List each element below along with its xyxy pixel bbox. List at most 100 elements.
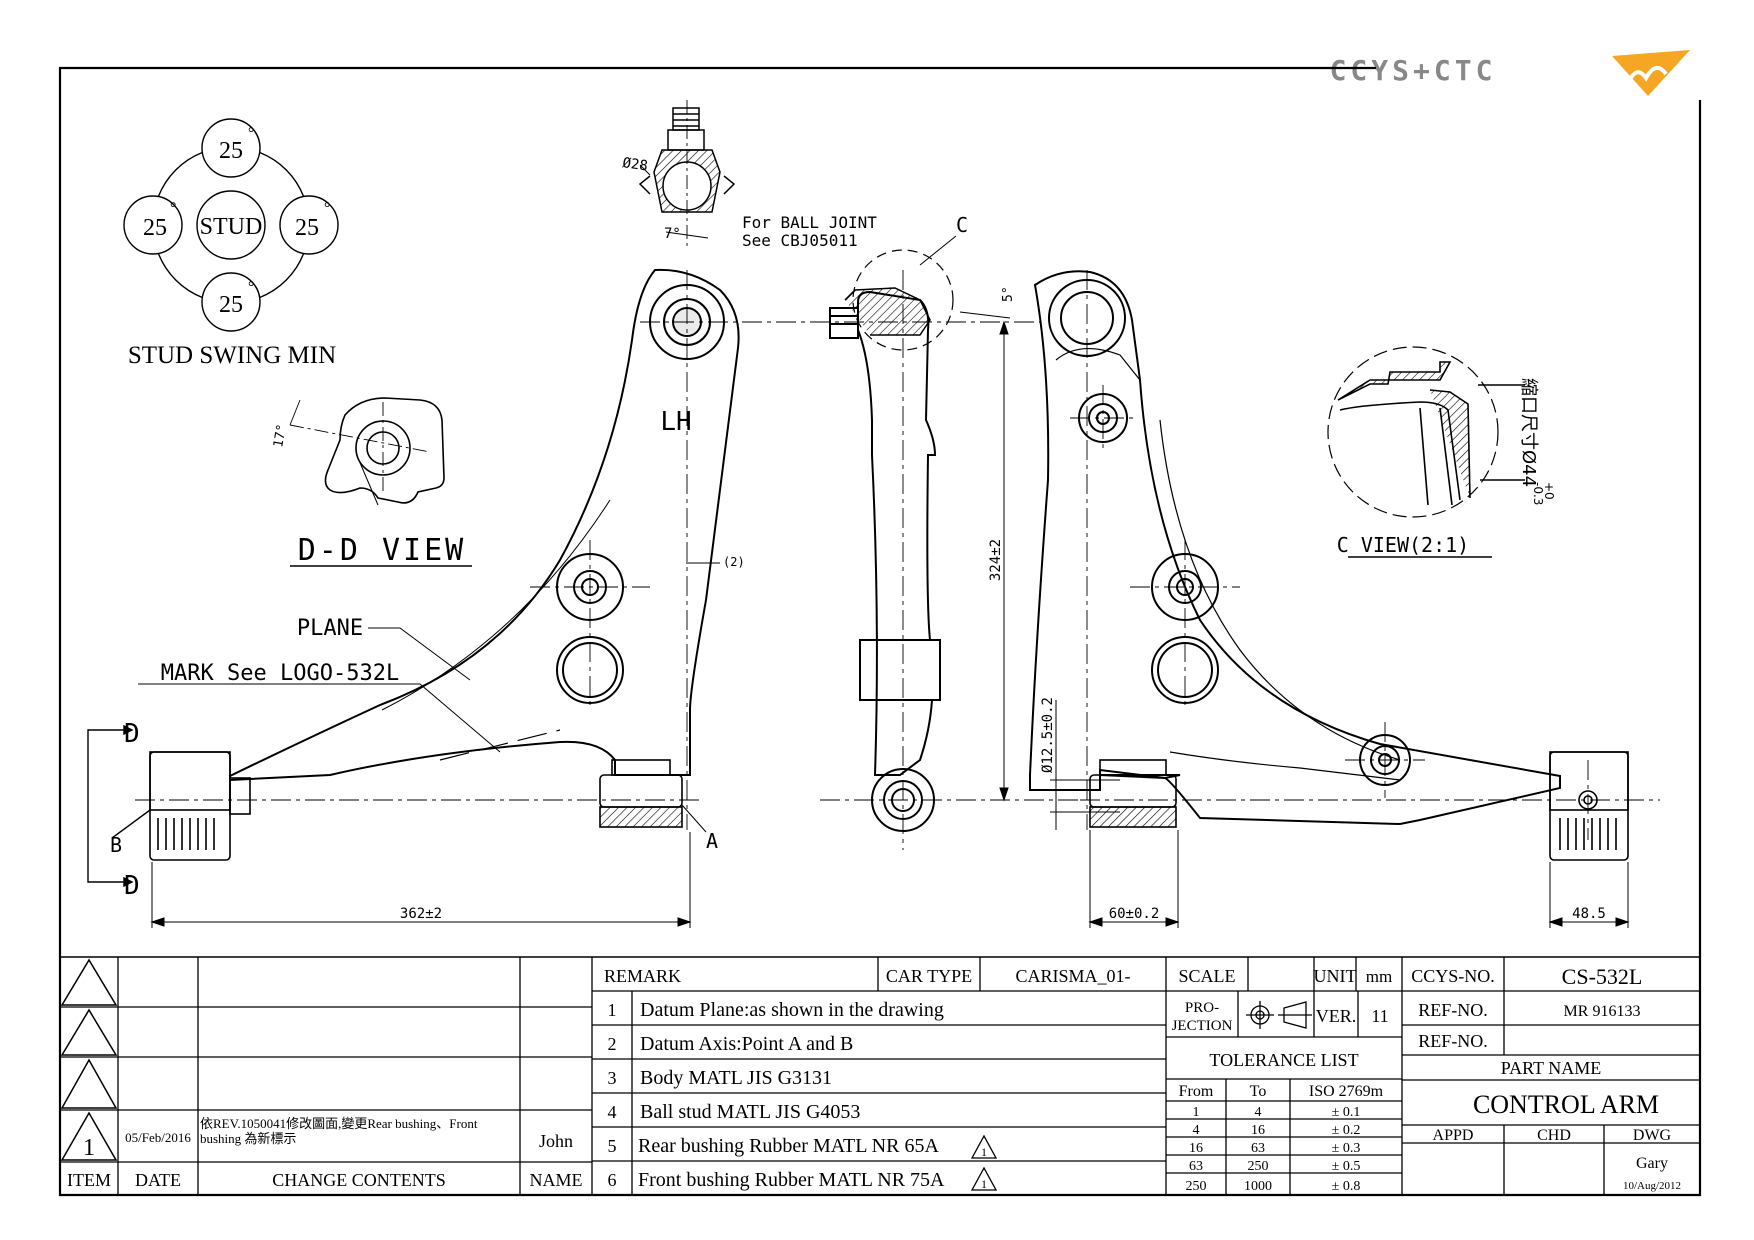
lh-front-bushing [599,759,683,828]
lh-rear-bushing [149,751,251,861]
stud-swing-labels: 25 25 STUD 25 25 ° ° ° ° STUD SWING MIN [128,125,336,369]
tolerance-to-1: 4 [1255,1105,1262,1120]
c-view-dim-main: 縮口尺寸Ø44 [1518,378,1539,487]
remarks-table: REMARK CAR TYPE CARISMA_01- 1 Datum Plan… [604,966,1131,1191]
angle-5-label: 5° [1001,286,1016,302]
remarks-header: REMARK [604,966,681,986]
stud-swing-degree-bottom: ° [248,279,254,296]
revision-date-1: 05/Feb/2016 [125,1130,191,1145]
ball-joint-assembly [638,100,736,250]
tolerance-iso-1: ± 0.1 [1332,1105,1361,1120]
tolerance-header-from: From [1179,1083,1214,1100]
dd-view-label: D-D VIEW [298,533,467,568]
remark-text-2: Datum Axis:Point A and B [640,1033,853,1055]
projection-symbol-icon [1246,1001,1312,1029]
tolerance-to-3: 63 [1251,1141,1265,1156]
mark-leader [138,683,501,753]
unit-label: UNIT [1314,966,1357,986]
lh-centerlines [135,270,1040,830]
lh-label: LH [660,407,691,437]
dwg-name-value: Gary [1636,1155,1668,1172]
drawing-frame [58,66,1702,1197]
car-type-value: CARISMA_01- [1015,966,1130,986]
dwg-label: DWG [1633,1127,1672,1144]
angle-17-label: 17° [271,423,290,449]
dwg-date-value: 10/Aug/2012 [1623,1180,1681,1192]
ref-no-value: MR 916133 [1564,1003,1641,1020]
rh-centerlines [1070,270,1660,840]
c-view-tol-plus: +0 [1542,482,1556,500]
revision-triangles [60,958,118,1161]
revision-header-date: DATE [135,1170,181,1190]
company-logo: CCYS+CTC [1330,50,1690,96]
c-view-tol-minus: -0.3 [1531,482,1545,505]
title-block: CCYS-NO. CS-532L REF-NO. MR 916133 REF-N… [1411,964,1681,1192]
dim-60-label: 60±0.2 [1109,906,1160,922]
revision-name-1: John [539,1131,573,1151]
tolerance-from-5: 250 [1186,1179,1207,1194]
tolerance-iso-5: ± 0.8 [1332,1179,1361,1194]
point-c-leader [919,235,957,266]
revision-item-1: 1 [83,1135,95,1161]
point-a-leader [681,804,707,833]
part-name-value: CONTROL ARM [1473,1090,1659,1119]
ver-value: 11 [1371,1006,1388,1026]
logo-mark-icon [1612,50,1690,96]
point-c-label: C [956,213,968,237]
angle-7-label: 7° [664,226,681,242]
stud-swing-degree-right: ° [324,200,330,217]
ball-joint-note-line1: For BALL JOINT [742,213,877,232]
dim-324 [999,320,1009,802]
remark-text-5: Rear bushing Rubber MATL NR 65A [638,1135,939,1157]
plane-label: PLANE [297,616,363,641]
dim-48-5-label: 48.5 [1572,906,1606,922]
ccys-no-label: CCYS-NO. [1411,966,1495,986]
angle-5-leader [959,311,1011,319]
ref-no-2-label: REF-NO. [1418,1031,1488,1051]
stud-swing-center-label: STUD [200,214,263,240]
revision-change-1: 依REV.1050041修改圖面,變更Rear bushing、Front bu… [200,1116,478,1146]
remark-text-4: Ball stud MATL JIS G4053 [640,1101,860,1123]
remark-no-4: 4 [608,1102,617,1122]
tolerance-from-2: 4 [1193,1123,1200,1138]
ccys-no-value: CS-532L [1562,964,1643,989]
remark-no-3: 3 [608,1068,617,1088]
tolerance-table: TOLERANCE LIST From To ISO 2769m 1 4 ± 0… [1179,1050,1384,1194]
dia-28-label: Ø28 [621,155,648,174]
tolerance-iso-4: ± 0.5 [1332,1159,1361,1174]
tolerance-to-2: 16 [1251,1123,1265,1138]
tolerance-to-4: 250 [1248,1159,1269,1174]
revision-header-name: NAME [530,1170,583,1190]
c-view-label: C VIEW(2:1) [1337,533,1469,557]
title-block-grid [60,957,1700,1195]
rh-front-bushing [1089,759,1177,828]
section-d-marks [87,724,151,888]
dim-12-5-label: Ø12.5±0.2 [1040,697,1056,773]
revision-table: 1 05/Feb/2016 依REV.1050041修改圖面,變更Rear bu… [67,1116,583,1190]
stud-swing-degree-top: ° [248,125,254,142]
dim-362-label: 362±2 [400,906,442,922]
logo-text: CCYS+CTC [1330,54,1497,87]
point-a-label: A [706,829,718,853]
revision-change-1-wrap: 依REV.1050041修改圖面,變更Rear bushing、Front bu… [200,1116,478,1146]
ref-2-label: (2) [723,555,745,569]
remark-no-6: 6 [608,1170,617,1190]
unit-value: mm [1366,967,1392,986]
tolerance-to-5: 1000 [1244,1179,1272,1194]
stud-swing-angle-left: 25 [143,215,167,241]
stud-swing-angle-top: 25 [219,138,243,164]
appd-label: APPD [1433,1127,1474,1144]
section-d-bottom: D [124,871,140,901]
point-b-label: B [110,833,122,857]
section-d-top: D [124,719,140,749]
mark-logo-label: MARK See LOGO-532L [161,661,399,686]
tolerance-from-3: 16 [1189,1141,1203,1156]
tolerance-title: TOLERANCE LIST [1209,1050,1358,1070]
rh-rear-bushing [1549,751,1629,861]
revision-header-item: ITEM [67,1170,111,1190]
warning-icon [970,1134,998,1191]
ball-joint-note-line2: See CBJ05011 [742,231,858,250]
remark-no-5: 5 [608,1136,617,1156]
stud-swing-diagram [123,118,339,332]
